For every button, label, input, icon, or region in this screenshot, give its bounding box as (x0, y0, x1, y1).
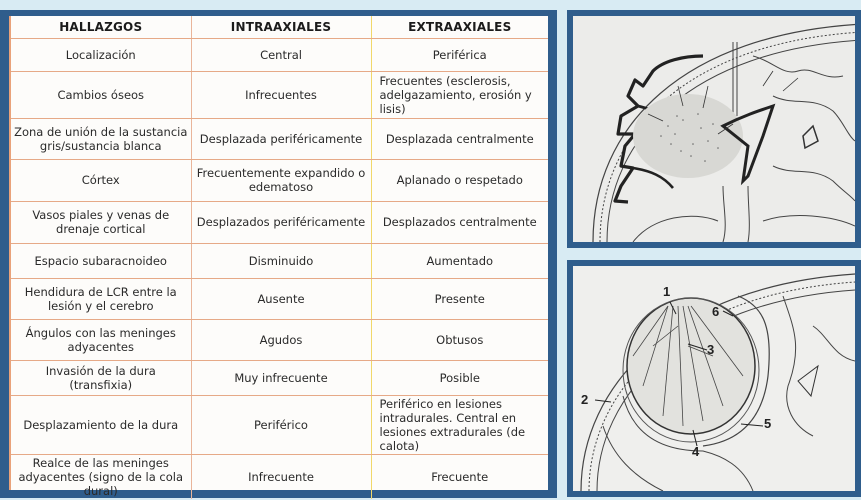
cell-extraaxial: Aplanado o respetado (371, 159, 548, 202)
cell-hallazgo: Realce de las meninges adyacentes (signo… (11, 454, 192, 499)
extraaxial-figure-frame: 1 2 3 4 5 6 (567, 260, 861, 497)
intraaxial-figure-frame (567, 10, 861, 248)
comparison-table-panel: HALLAZGOS INTRAAXIALES EXTRAAXIALES Loca… (9, 16, 548, 499)
table-row: Realce de las meninges adyacentes (signo… (11, 454, 548, 499)
comparison-table: HALLAZGOS INTRAAXIALES EXTRAAXIALES Loca… (11, 16, 548, 499)
figure-label-5: 5 (764, 416, 772, 431)
cell-intraaxial: Ausente (191, 278, 372, 320)
table-row: Ángulos con las meninges adyacentes Agud… (11, 319, 548, 361)
cell-hallazgo: Cambios óseos (11, 71, 192, 119)
cell-intraaxial: Frecuentemente expandido o edematoso (191, 159, 372, 202)
cell-intraaxial: Desplazada periféricamente (191, 118, 372, 160)
figure-label-3: 3 (707, 342, 715, 357)
cell-intraaxial: Infrecuentes (191, 71, 372, 119)
table-row: Localización Central Periférica (11, 38, 548, 72)
cell-extraaxial: Desplazada centralmente (371, 118, 548, 160)
figure-label-6: 6 (712, 304, 720, 319)
meningioma-coronal-drawing-icon (573, 266, 855, 491)
cell-extraaxial: Periférico en lesiones intradurales. Cen… (371, 395, 548, 455)
header-intraaxiales: INTRAAXIALES (191, 16, 372, 39)
table-row: Zona de unión de la sustancia gris/susta… (11, 118, 548, 160)
cell-hallazgo: Vasos piales y venas de drenaje cortical (11, 201, 192, 244)
table-row: Desplazamiento de la dura Periférico Per… (11, 395, 548, 455)
table-row: Invasión de la dura (transfixia) Muy inf… (11, 360, 548, 396)
cell-extraaxial: Frecuente (431, 469, 489, 484)
cell-hallazgo: Córtex (11, 159, 192, 202)
cell-extraaxial: Obtusos (371, 319, 548, 361)
cell-intraaxial: Agudos (191, 319, 372, 361)
cell-hallazgo: Localización (11, 38, 192, 72)
header-hallazgos: HALLAZGOS (11, 16, 192, 39)
cell-hallazgo: Espacio subaracnoideo (11, 243, 192, 279)
table-row: Vasos piales y venas de drenaje cortical… (11, 201, 548, 244)
cell-hallazgo: Invasión de la dura (transfixia) (11, 360, 192, 396)
cell-intraaxial: Desplazados periféricamente (191, 201, 372, 244)
cell-intraaxial: Infrecuente (191, 454, 372, 499)
figure-label-2: 2 (581, 392, 589, 407)
comparison-table-frame: HALLAZGOS INTRAAXIALES EXTRAAXIALES Loca… (0, 10, 557, 499)
cell-extraaxial: Aumentado (371, 243, 548, 279)
figure-label-1: 1 (663, 284, 671, 299)
table-row: Cambios óseos Infrecuentes Frecuentes (e… (11, 71, 548, 119)
cell-hallazgo: Desplazamiento de la dura (11, 395, 192, 455)
cell-intraaxial: Disminuido (191, 243, 372, 279)
table-row: Espacio subaracnoideo Disminuido Aumenta… (11, 243, 548, 279)
figure-label-4: 4 (692, 444, 700, 459)
cell-intraaxial: Central (191, 38, 372, 72)
cell-extraaxial: Desplazados centralmente (371, 201, 548, 244)
cell-extraaxial: Periférica (371, 38, 548, 72)
cell-hallazgo: Zona de unión de la sustancia gris/susta… (11, 118, 192, 160)
brain-coronal-drawing-icon (573, 16, 855, 242)
table-row: Hendidura de LCR entre la lesión y el ce… (11, 278, 548, 320)
cell-extraaxial: Frecuentes (esclerosis, adelgazamiento, … (371, 71, 548, 119)
cell-extraaxial: Posible (371, 360, 548, 396)
table-row: Córtex Frecuentemente expandido o edemat… (11, 159, 548, 202)
cell-intraaxial: Muy infrecuente (191, 360, 372, 396)
cell-hallazgo: Hendidura de LCR entre la lesión y el ce… (11, 278, 192, 320)
header-extraaxiales: EXTRAAXIALES (371, 16, 548, 39)
cell-extraaxial: Presente (371, 278, 548, 320)
cell-hallazgo: Ángulos con las meninges adyacentes (11, 319, 192, 361)
intraaxial-brain-illustration (573, 16, 855, 242)
cell-intraaxial: Periférico (191, 395, 372, 455)
extraaxial-brain-illustration: 1 2 3 4 5 6 (573, 266, 855, 491)
table-header-row: HALLAZGOS INTRAAXIALES EXTRAAXIALES (11, 16, 548, 39)
